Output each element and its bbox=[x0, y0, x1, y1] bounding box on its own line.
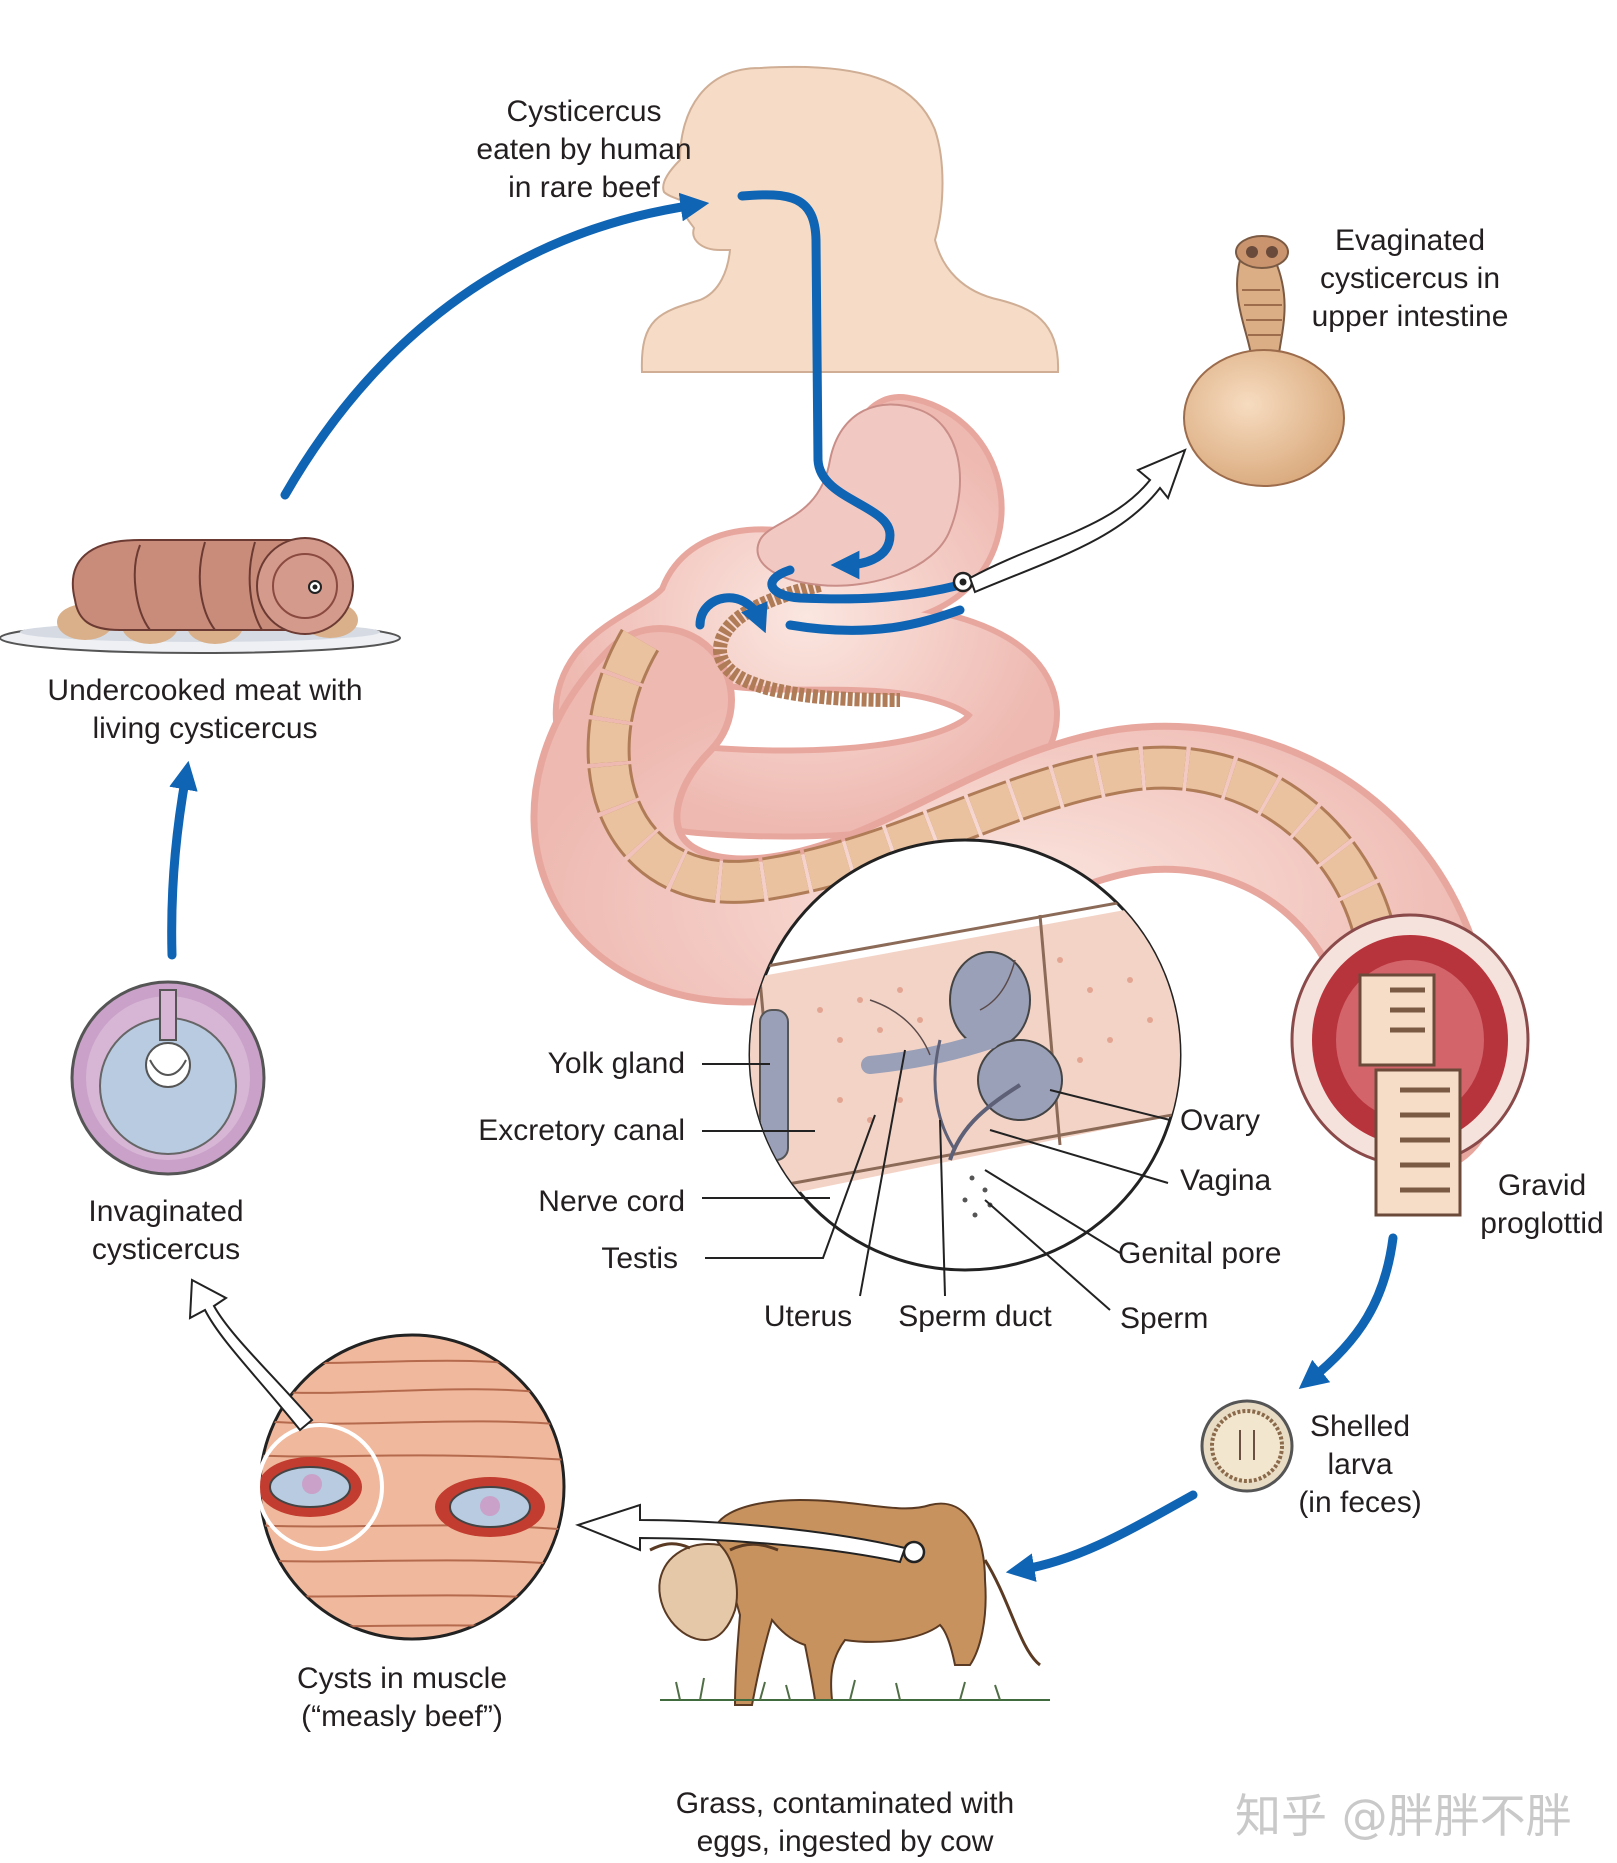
label-vagina: Vagina bbox=[1180, 1164, 1272, 1197]
label-undercooked-meat: Undercooked meat with living cysticercus bbox=[47, 674, 363, 745]
digestive-path-arrows bbox=[695, 190, 974, 635]
label-excretory-canal: Excretory canal bbox=[478, 1114, 685, 1147]
undercooked-meat bbox=[0, 537, 401, 654]
label-grass: Grass, contaminated with eggs, ingested … bbox=[675, 1787, 1015, 1858]
shelled-larva bbox=[1200, 1399, 1294, 1493]
cow bbox=[649, 1498, 1050, 1706]
outline-arrow-to-muscle bbox=[575, 1503, 907, 1564]
muscle-magnified bbox=[256, 1333, 566, 1641]
invaginated-cysticercus bbox=[70, 980, 266, 1176]
label-genital-pore: Genital pore bbox=[1118, 1237, 1282, 1270]
stomach bbox=[756, 403, 961, 587]
intestine bbox=[530, 394, 1530, 1217]
label-invaginated: Invaginated cysticercus bbox=[88, 1195, 244, 1266]
label-shelled-larva: Shelled larva (in feces) bbox=[1298, 1410, 1422, 1519]
label-yolk-gland: Yolk gland bbox=[547, 1047, 685, 1080]
cycle-arrows bbox=[167, 192, 1398, 1582]
label-cysticercus-eaten: Cysticercus eaten by human in rare beef bbox=[476, 95, 692, 204]
outline-arrow-to-evaginated bbox=[968, 448, 1187, 594]
watermark: 知乎 @胖胖不胖 bbox=[1235, 1789, 1572, 1843]
leader-lines bbox=[702, 1049, 1171, 1311]
evaginated-cysticercus bbox=[1183, 235, 1345, 487]
label-sperm: Sperm bbox=[1120, 1302, 1209, 1335]
outline-arrow-to-invaginated bbox=[188, 1278, 314, 1432]
label-sperm-duct: Sperm duct bbox=[898, 1300, 1052, 1333]
label-gravid-proglottid: Gravid proglottid bbox=[1480, 1169, 1604, 1240]
label-uterus: Uterus bbox=[763, 1300, 853, 1333]
label-testis: Testis bbox=[601, 1242, 678, 1275]
human-silhouette bbox=[640, 65, 1060, 373]
label-ovary: Ovary bbox=[1180, 1104, 1261, 1137]
label-evaginated: Evaginated cysticercus in upper intestin… bbox=[1311, 224, 1509, 333]
label-cysts-in-muscle: Cysts in muscle (“measly beef”) bbox=[296, 1662, 508, 1733]
label-nerve-cord: Nerve cord bbox=[538, 1185, 685, 1218]
